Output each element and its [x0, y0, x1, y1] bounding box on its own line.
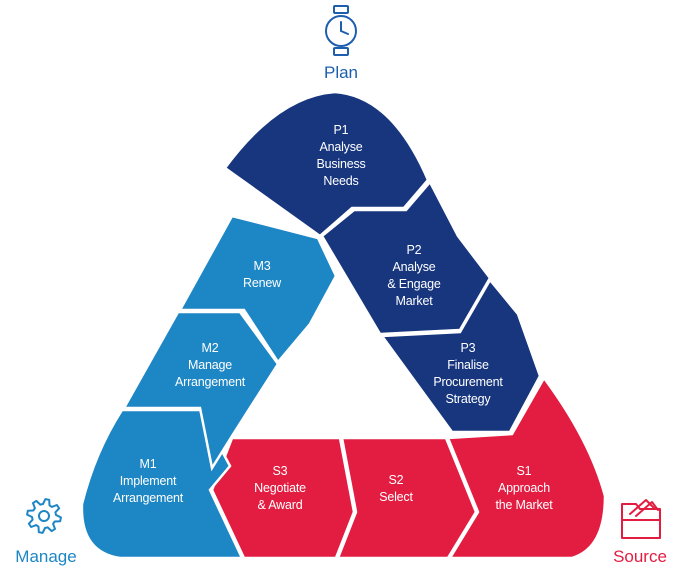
gear-icon: [26, 498, 62, 534]
segment-p1[interactable]: [223, 90, 430, 238]
segment-m1[interactable]: [80, 408, 244, 560]
segment-s1[interactable]: [446, 375, 607, 560]
folder-icon: [621, 499, 661, 539]
segment-m2[interactable]: [121, 310, 280, 472]
segment-p2[interactable]: [320, 179, 492, 336]
plan-label: Plan: [324, 63, 358, 82]
segment-m3[interactable]: [177, 214, 338, 365]
segment-s3[interactable]: [210, 436, 356, 560]
segment-s2[interactable]: [336, 436, 478, 560]
segment-p3[interactable]: [379, 277, 542, 434]
source-label: Source: [613, 547, 667, 566]
manage-label: Manage: [15, 547, 76, 566]
stopwatch-icon: [325, 5, 357, 56]
